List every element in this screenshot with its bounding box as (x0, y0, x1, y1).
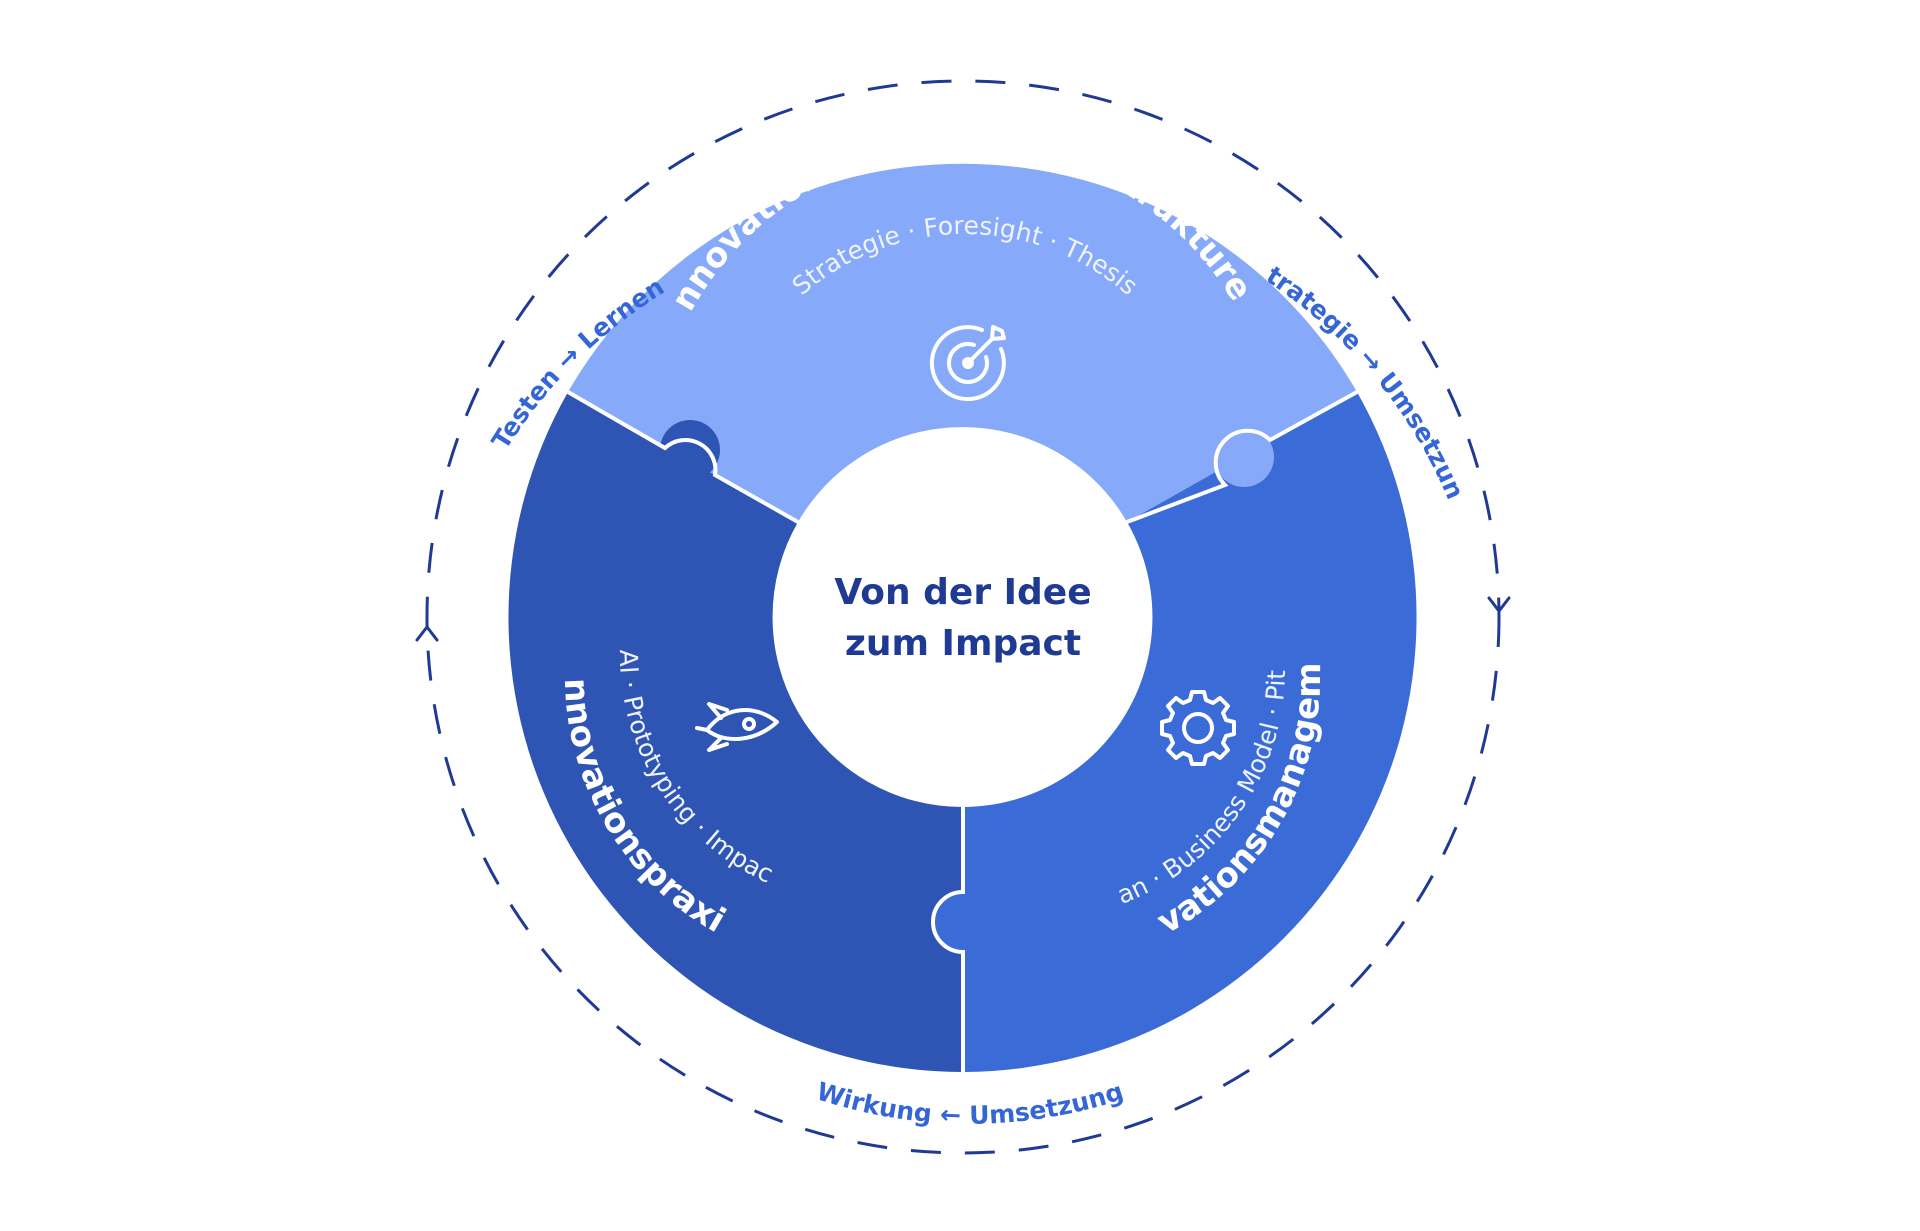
cycle-arrow-right-icon (1487, 596, 1511, 614)
rocket-icon (695, 702, 779, 752)
seam-bottom (931, 807, 965, 1072)
center-line-1: Von der Idee (834, 572, 1091, 613)
puzzle-knob-right-left (933, 892, 993, 952)
center-circle (778, 432, 1148, 802)
segment-right (963, 392, 1417, 1072)
puzzle-knob-top-right (1214, 427, 1274, 487)
target-icon (929, 325, 1006, 402)
cycle-arrow-left-icon (415, 624, 439, 642)
seam-top-right (1126, 390, 1358, 524)
seam-left-top (567, 390, 799, 524)
cycle-label-bottom: Wirkung ← Umsetzung (813, 1077, 1127, 1130)
cycle-ring (425, 79, 1501, 1155)
segment-left (508, 392, 963, 1072)
center-line-2: zum Impact (845, 623, 1081, 664)
puzzle-knob-left-top (660, 420, 720, 480)
gear-icon (1160, 690, 1236, 766)
